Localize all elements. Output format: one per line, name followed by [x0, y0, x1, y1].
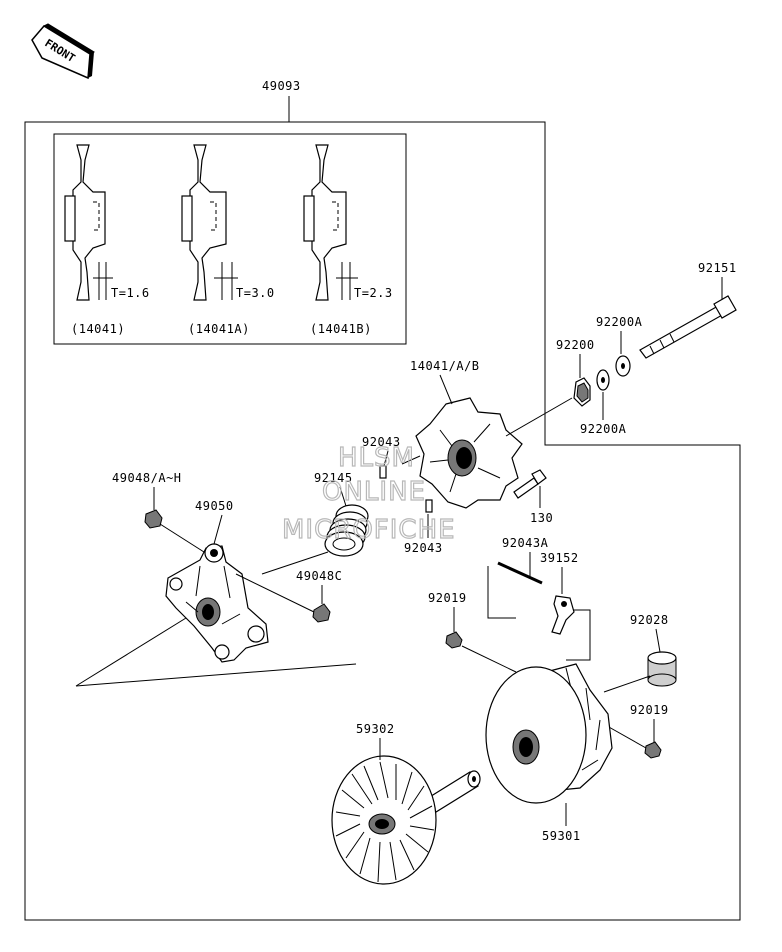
callout-92200A-bottom: 92200A: [580, 422, 627, 436]
variant-1-thickness: T=1.6: [111, 286, 150, 300]
callout-92145: 92145: [314, 471, 353, 485]
callout-130: 130: [530, 511, 553, 525]
spacer-variants-inset: [53, 133, 407, 345]
nut-92019-top: [445, 631, 463, 649]
callout-49050: 49050: [195, 499, 234, 513]
callout-92043A: 92043A: [502, 536, 549, 550]
spring-92145: [324, 504, 369, 557]
callout-59302: 59302: [356, 722, 395, 736]
variant-1-part: (14041): [71, 322, 125, 336]
callout-39152: 39152: [540, 551, 579, 565]
moveable-sheave-59301: [485, 663, 613, 804]
variant-2-part: (14041A): [188, 322, 250, 336]
nut-92200: [573, 377, 591, 407]
pin-92043-top: [379, 465, 387, 479]
variant-2-thickness: T=3.0: [236, 286, 275, 300]
watermark-line-2: ONLINE: [322, 477, 426, 507]
pin-92043-bottom: [425, 499, 433, 513]
callout-92200: 92200: [556, 338, 595, 352]
spacer-variant-1: T=1.6 (14041): [64, 144, 150, 336]
variant-3-thickness: T=2.3: [354, 286, 393, 300]
cap-49048C: [312, 603, 331, 623]
callout-92028: 92028: [630, 613, 669, 627]
watermark-line-3: MICROFICHE: [282, 515, 456, 545]
nut-92019-bottom: [644, 741, 662, 759]
watermark-line-1: HLSM: [338, 443, 415, 473]
spacer-variant-2: T=3.0 (14041A): [181, 144, 275, 336]
front-arrow-icon: FRONT: [31, 23, 96, 80]
spider-14041: [415, 397, 523, 509]
callout-92200A-top: 92200A: [596, 315, 643, 329]
assembly-outline: [24, 121, 741, 921]
callout-92043-bottom: 92043: [404, 541, 443, 555]
bolt-92151: [639, 295, 737, 359]
bushing-92028: [647, 651, 677, 687]
fixed-sheave-59302: [331, 755, 481, 885]
callout-49048C: 49048C: [296, 569, 342, 583]
callout-14041AB: 14041/A/B: [410, 359, 480, 373]
cover-49050: [165, 543, 269, 663]
nut-49048: [144, 509, 163, 529]
bolt-130: [513, 469, 547, 499]
roller-arm-39152: [551, 595, 575, 635]
callout-92019-top: 92019: [428, 591, 467, 605]
callout-49048AH: 49048/A~H: [112, 471, 182, 485]
callout-92019-bottom: 92019: [630, 703, 669, 717]
callout-59301: 59301: [542, 829, 581, 843]
spacer-variant-3: T=2.3 (14041B): [303, 144, 393, 336]
variant-3-part: (14041B): [310, 322, 372, 336]
watermark: HLSM ONLINE MICROFICHE: [281, 442, 456, 545]
shaft-92043A: [497, 561, 543, 585]
assembly-label: 49093: [262, 79, 301, 93]
callout-92151: 92151: [698, 261, 737, 275]
callout-92043-top: 92043: [362, 435, 401, 449]
